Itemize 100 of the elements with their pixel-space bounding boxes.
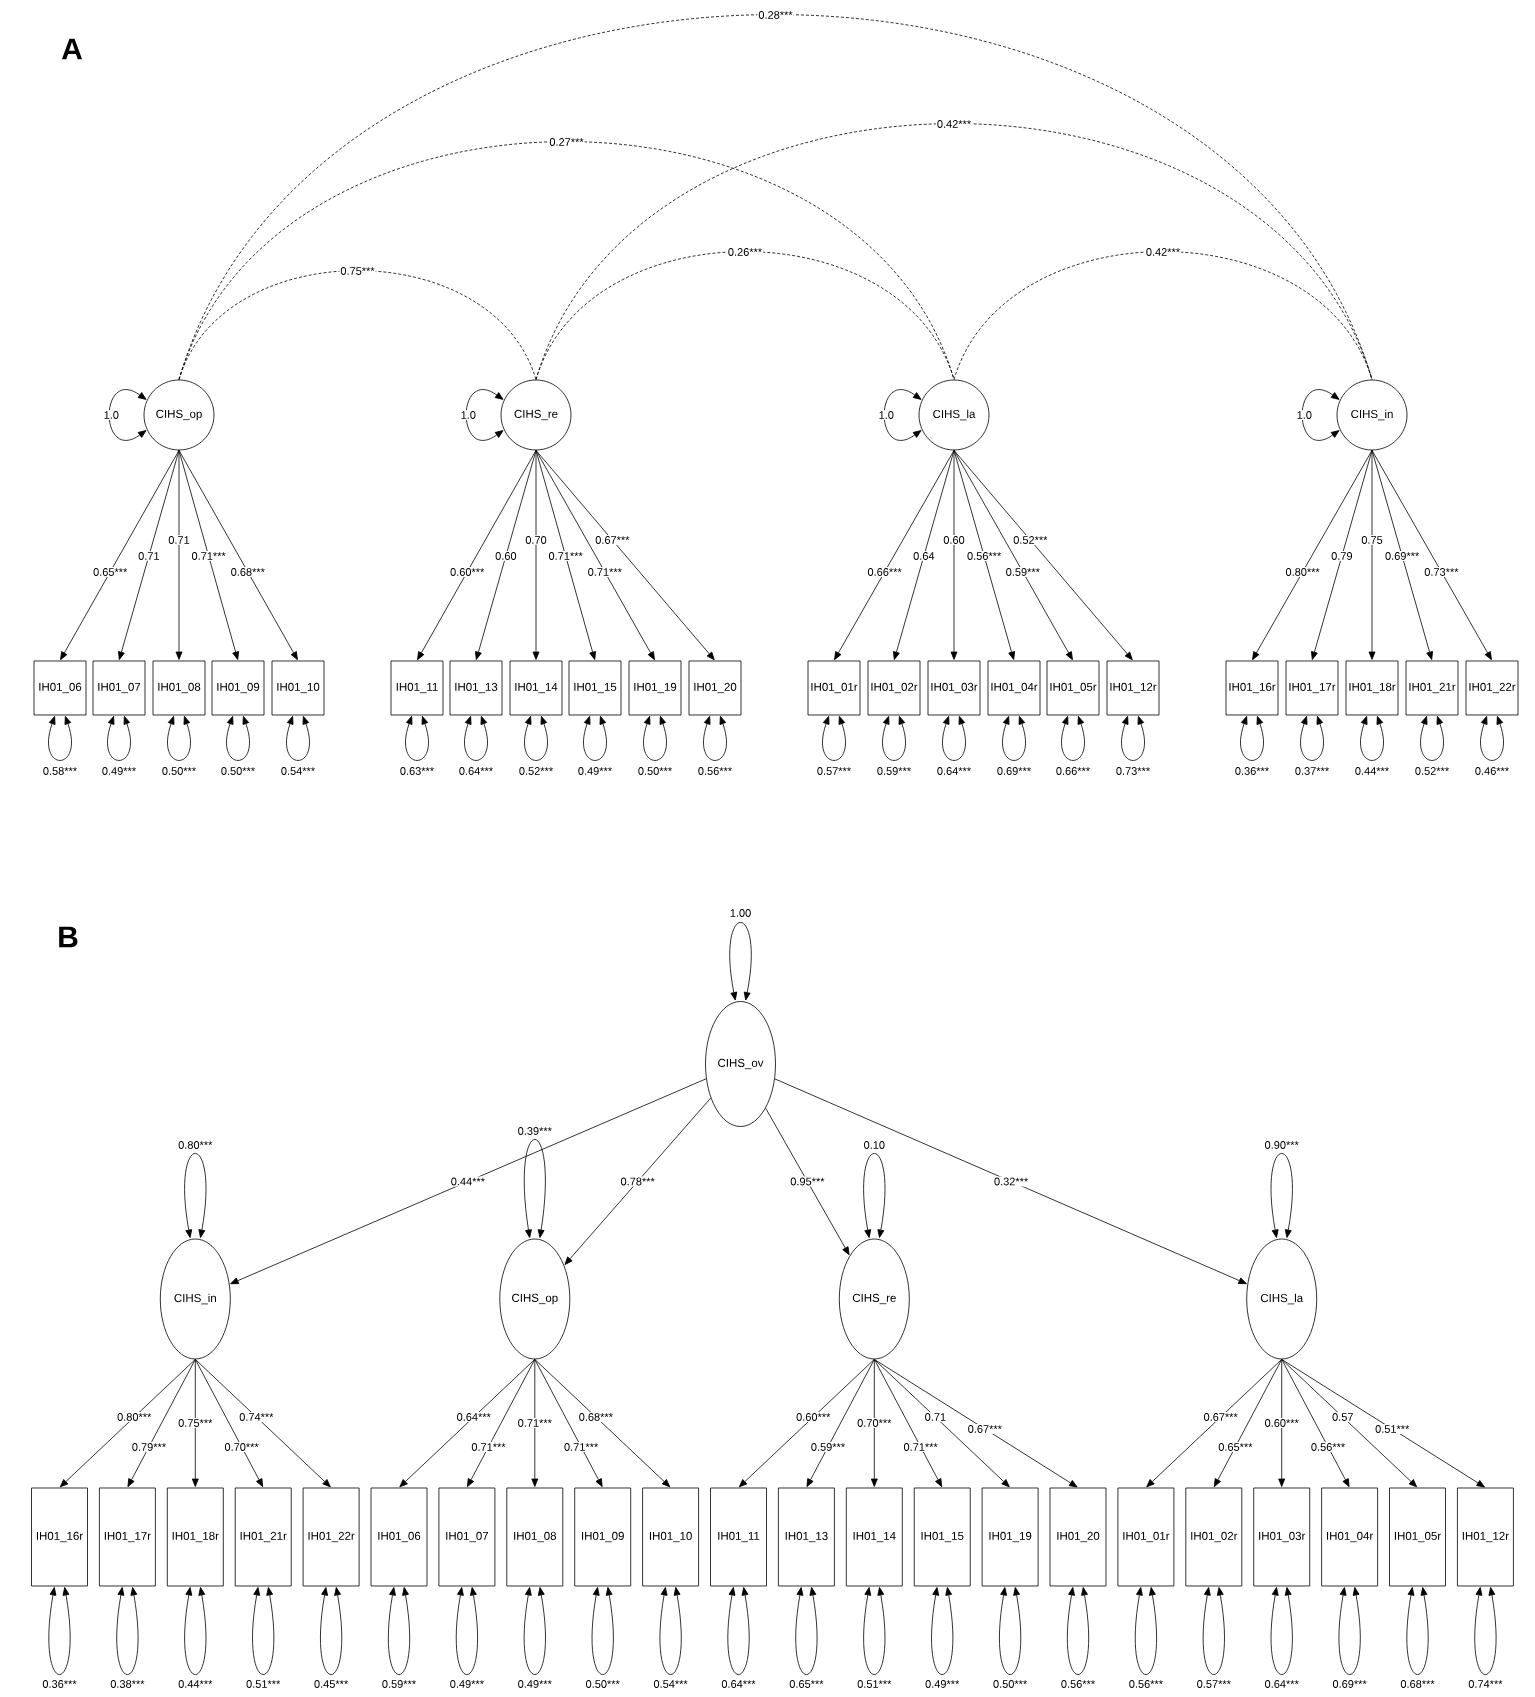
edge-label: 0.44*** bbox=[177, 1679, 214, 1689]
edge-label: 0.80*** bbox=[177, 1140, 214, 1150]
edge-label: 0.71*** bbox=[902, 1442, 939, 1452]
loop-arrow bbox=[863, 1153, 886, 1238]
variable-box: IH01_16r bbox=[1225, 660, 1279, 716]
variable-box: IH01_04r bbox=[1321, 1487, 1378, 1587]
edge-label: 0.42*** bbox=[935, 119, 973, 129]
arrow bbox=[1281, 1359, 1485, 1488]
edge-label: 0.71 bbox=[167, 535, 191, 545]
arrow bbox=[873, 1359, 1078, 1488]
loop-arrow bbox=[226, 716, 250, 761]
arrow bbox=[178, 450, 298, 661]
arrow bbox=[534, 1359, 603, 1487]
arrow bbox=[534, 1359, 671, 1488]
edge-label: 0.52*** bbox=[517, 766, 555, 776]
variable-box: IH01_21r bbox=[1405, 660, 1459, 716]
loop-arrow bbox=[320, 1587, 343, 1675]
edge-label: 0.51*** bbox=[856, 1679, 893, 1689]
edge-label: 0.71*** bbox=[190, 551, 227, 561]
edge-label: 0.60 bbox=[494, 551, 518, 561]
loop-arrow bbox=[108, 389, 147, 441]
loop-arrow bbox=[727, 1587, 750, 1675]
edge-label: 0.44*** bbox=[1353, 766, 1391, 776]
edge-label: 0.71 bbox=[923, 1412, 948, 1422]
loop-arrow bbox=[523, 1587, 546, 1675]
edge-label: 0.69*** bbox=[1384, 551, 1421, 561]
edge-label: 0.79 bbox=[1330, 551, 1354, 561]
edge-label: 0.74*** bbox=[1467, 1679, 1504, 1689]
loop-arrow bbox=[1240, 716, 1264, 761]
variable-box: IH01_03r bbox=[1253, 1487, 1311, 1587]
loop-arrow bbox=[116, 1587, 139, 1675]
edge-label: 0.46*** bbox=[1473, 766, 1511, 776]
edge-label: 0.50*** bbox=[160, 766, 198, 776]
edge-label: 0.65*** bbox=[92, 567, 129, 577]
arrow bbox=[191, 1359, 199, 1487]
variable-box: IH01_10 bbox=[642, 1487, 699, 1587]
variable-box: IH01_19 bbox=[628, 660, 682, 716]
edge-label: 0.67*** bbox=[1202, 1412, 1239, 1422]
arrow bbox=[1371, 450, 1492, 661]
arrow bbox=[870, 1359, 878, 1487]
variable-box: IH01_14 bbox=[845, 1487, 903, 1587]
arrow bbox=[950, 450, 958, 660]
edge-label: 0.52*** bbox=[1012, 535, 1049, 545]
variable-box: IH01_13 bbox=[449, 660, 503, 716]
loop-arrow bbox=[591, 1587, 614, 1675]
arrow bbox=[535, 450, 596, 660]
loop-arrow bbox=[464, 716, 488, 761]
arrow bbox=[230, 1078, 707, 1285]
arrow bbox=[1368, 450, 1376, 660]
variable-box: IH01_05r bbox=[1389, 1487, 1446, 1587]
loop-arrow bbox=[1202, 1587, 1225, 1675]
arrow bbox=[399, 1359, 536, 1488]
variable-box: IH01_15 bbox=[913, 1487, 971, 1587]
variable-box: IH01_07 bbox=[92, 660, 146, 716]
edge-label: 0.66*** bbox=[866, 567, 903, 577]
edge-label: 0.45*** bbox=[313, 1679, 350, 1689]
loop-arrow bbox=[659, 1587, 682, 1675]
edge-label: 0.60*** bbox=[449, 567, 486, 577]
edge-label: 0.59*** bbox=[1004, 567, 1041, 577]
loop-arrow bbox=[48, 716, 72, 761]
edge-label: 0.70*** bbox=[223, 1442, 260, 1452]
edge-label: 0.64*** bbox=[455, 1412, 492, 1422]
panel-label: A bbox=[61, 38, 83, 60]
variable-box: IH01_19 bbox=[981, 1487, 1039, 1587]
loop-arrow bbox=[1474, 1587, 1497, 1675]
variable-box: IH01_10 bbox=[271, 660, 325, 716]
loop-arrow bbox=[883, 389, 922, 441]
arrow bbox=[535, 450, 715, 661]
variable-box: IH01_18r bbox=[1345, 660, 1399, 716]
loop-arrow bbox=[999, 1587, 1022, 1675]
edge-label: 0.67*** bbox=[966, 1424, 1003, 1434]
variable-box: IH01_20 bbox=[688, 660, 742, 716]
variable-box: IH01_22r bbox=[302, 1487, 360, 1587]
edge-label: 0.60*** bbox=[795, 1412, 832, 1422]
loop-arrow bbox=[822, 716, 846, 761]
edge-label: 1.0 bbox=[1295, 410, 1313, 420]
edge-label: 0.60*** bbox=[1263, 1418, 1300, 1428]
arrow bbox=[531, 1359, 539, 1487]
edge-label: 0.56*** bbox=[1309, 1442, 1347, 1452]
edge-label: 0.32*** bbox=[993, 1176, 1030, 1187]
edge-label: 0.28*** bbox=[757, 10, 794, 20]
arrow bbox=[765, 1107, 850, 1256]
edge-label: 0.49*** bbox=[924, 1679, 961, 1689]
variable-box: IH01_14 bbox=[509, 660, 563, 716]
loop-arrow bbox=[882, 716, 906, 761]
edge-label: 0.95*** bbox=[789, 1176, 826, 1187]
edge-label: 0.27*** bbox=[548, 137, 585, 147]
edge-label: 0.65*** bbox=[1217, 1442, 1254, 1452]
edge-label: 0.75*** bbox=[339, 266, 376, 276]
loop-arrow bbox=[524, 716, 548, 761]
variable-box: IH01_06 bbox=[370, 1487, 428, 1587]
loop-arrow bbox=[455, 1587, 478, 1675]
loop-arrow bbox=[931, 1587, 954, 1675]
edge-label: 0.71*** bbox=[586, 567, 623, 577]
loop-arrow bbox=[405, 716, 429, 761]
curved-line bbox=[535, 123, 1373, 380]
loop-arrow bbox=[1066, 1587, 1090, 1675]
arrow bbox=[194, 1359, 331, 1488]
edge-label: 0.51*** bbox=[1374, 1424, 1411, 1434]
loop-arrow bbox=[1301, 389, 1340, 441]
